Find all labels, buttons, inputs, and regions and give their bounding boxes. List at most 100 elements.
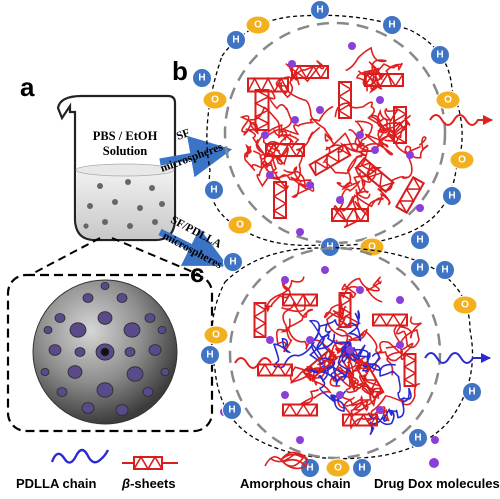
hydrogen-label: H — [232, 35, 239, 46]
hydrogen-bubble: H — [352, 458, 372, 478]
beta-sheet — [392, 106, 408, 144]
hydrogen-bubble: H — [408, 428, 428, 448]
zoom-line-right — [111, 237, 201, 276]
sf-beta-sheets — [247, 64, 426, 223]
polymer-chain — [299, 353, 337, 404]
arrow-sf-line1: SF — [175, 127, 192, 143]
polymer-chain — [357, 61, 386, 94]
beta-sheet — [338, 292, 352, 328]
drug-molecule — [371, 146, 379, 154]
hydrogen-bubble: H — [223, 252, 243, 272]
oxygen-bubble: O — [203, 325, 229, 345]
sf-pdlla-release-arrow — [424, 352, 491, 364]
polymer-chain — [314, 310, 362, 342]
oxygen-bubble: O — [449, 150, 475, 170]
oxygen-bubble: O — [245, 15, 271, 35]
pore — [160, 367, 170, 376]
hydrogen-label: H — [416, 263, 423, 274]
polymer-chain — [281, 300, 332, 362]
pore — [54, 313, 66, 323]
drug-molecule — [431, 436, 439, 444]
oxygen-label: O — [212, 330, 220, 341]
oxygen-label: O — [444, 95, 452, 106]
polymer-chain — [337, 120, 373, 153]
hydrogen-bubble: H — [200, 345, 220, 365]
zoom-line-left — [29, 237, 101, 276]
polymer-chain — [393, 316, 422, 349]
polymer-chain — [350, 347, 381, 372]
hydrogen-bubble: H — [462, 382, 482, 402]
polymer-chain — [239, 115, 265, 155]
polymer-chain — [353, 164, 383, 199]
hydrogen-label: H — [228, 405, 235, 416]
hydrogen-bubble: H — [226, 30, 246, 50]
pore — [69, 322, 87, 338]
beta-sheet — [364, 72, 404, 88]
polymer-chain — [395, 117, 429, 159]
drug-molecule — [376, 96, 384, 104]
polymer-chain — [249, 106, 300, 150]
pore — [40, 367, 50, 376]
porous-microsphere — [32, 279, 178, 425]
hydrogen-label: H — [306, 463, 313, 474]
drug-molecule — [288, 60, 296, 68]
hydrogen-bubble: H — [410, 258, 430, 278]
legend-amorphous-swatch — [264, 451, 309, 470]
drug-molecule — [416, 204, 424, 212]
oxygen-label: O — [254, 20, 262, 31]
hydrogen-label: H — [206, 350, 213, 361]
drug-molecule — [321, 266, 329, 274]
hydrogen-bubble: H — [300, 458, 320, 478]
hydrogen-bubble: H — [222, 400, 242, 420]
drug-molecule — [348, 42, 356, 50]
beta-sheet — [331, 207, 369, 223]
oxygen-label: O — [236, 220, 244, 231]
hydrogen-bubble: H — [442, 186, 462, 206]
drug-molecule — [266, 336, 274, 344]
hydrogen-label: H — [210, 185, 217, 196]
beta-sheet — [253, 89, 271, 131]
panel-label-c: c — [190, 258, 204, 288]
legend-beta-swatch — [122, 455, 178, 471]
polymer-chain — [317, 368, 347, 412]
polymer-chain — [342, 374, 380, 411]
panel-label-a: a — [20, 72, 35, 102]
pore — [56, 387, 68, 397]
polymer-chain — [369, 382, 420, 422]
oxygen-label: O — [461, 300, 469, 311]
beaker-label-line1: PBS / EtOH — [93, 129, 158, 143]
sf-amorphous-chains — [239, 46, 429, 229]
beaker-particles — [83, 179, 165, 229]
legend-beta-suffix: -sheets — [130, 476, 176, 491]
drug-molecule — [316, 106, 324, 114]
hydrogen-label: H — [416, 235, 423, 246]
beta-sheet — [302, 348, 338, 382]
pore — [43, 325, 53, 334]
hydrogen-bubble: H — [192, 68, 212, 88]
polymer-chain — [347, 328, 414, 362]
sf-release-arrow — [429, 114, 493, 126]
polymer-chain — [367, 407, 395, 436]
oxygen-bubble: O — [452, 295, 478, 315]
beta-sheet — [355, 156, 395, 194]
legend-drug-swatch — [429, 458, 439, 468]
pore — [82, 293, 94, 303]
panel-label-b: b — [172, 56, 188, 86]
beta-sheet — [372, 313, 408, 327]
polymer-chain — [266, 126, 321, 184]
drug-molecule — [376, 406, 384, 414]
hydrogen-bubble: H — [382, 15, 402, 35]
drug-molecule — [336, 196, 344, 204]
pore — [48, 344, 62, 356]
polymer-chain — [323, 304, 353, 345]
oxygen-bubble: O — [435, 90, 461, 110]
hydrogen-label: H — [436, 50, 443, 61]
hydrogen-bubble: H — [430, 45, 450, 65]
polymer-chain — [317, 285, 361, 366]
sf-pdlla-release-left — [234, 357, 272, 369]
pore — [67, 365, 83, 379]
oxygen-bubble: O — [227, 215, 253, 235]
drug-molecule — [356, 131, 364, 139]
hydrogen-label: H — [448, 191, 455, 202]
